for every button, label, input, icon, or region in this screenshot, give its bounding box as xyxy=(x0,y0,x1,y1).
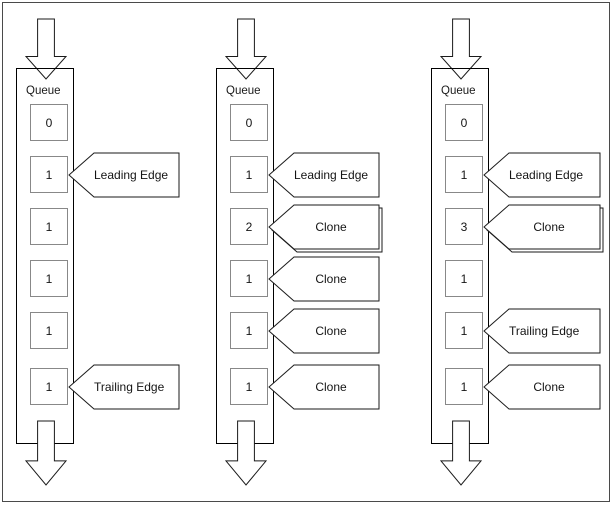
queue-cell[interactable]: 1 xyxy=(230,368,268,405)
callout-clone[interactable]: Clone xyxy=(268,204,383,253)
queue-cell[interactable]: 1 xyxy=(30,156,68,193)
queue-cell[interactable]: 3 xyxy=(445,208,483,245)
callout-clone[interactable]: Clone xyxy=(268,364,380,410)
queue-title: Queue xyxy=(441,85,476,97)
queue-cell[interactable]: 1 xyxy=(445,156,483,193)
callout-clone[interactable]: Clone xyxy=(483,364,601,410)
queue-cell[interactable]: 1 xyxy=(30,260,68,297)
queue-cell[interactable]: 0 xyxy=(445,104,483,141)
queue-cell[interactable]: 1 xyxy=(445,368,483,405)
outflow-arrow-icon xyxy=(440,420,482,486)
callout-leading-edge[interactable]: Leading Edge xyxy=(68,152,180,198)
queue-cell[interactable]: 1 xyxy=(30,208,68,245)
inflow-arrow-icon xyxy=(25,18,67,80)
callout-trailing-edge[interactable]: Trailing Edge xyxy=(68,364,180,410)
queue-cell[interactable]: 1 xyxy=(230,156,268,193)
callout-clone[interactable]: Clone xyxy=(483,204,604,253)
queue-cell[interactable]: 1 xyxy=(230,260,268,297)
queue-title: Queue xyxy=(26,85,61,97)
callout-clone[interactable]: Clone xyxy=(268,256,380,302)
callout-leading-edge[interactable]: Leading Edge xyxy=(483,152,601,198)
queue-cell[interactable]: 0 xyxy=(30,104,68,141)
queue-cell[interactable]: 1 xyxy=(230,312,268,349)
outflow-arrow-icon xyxy=(225,420,267,486)
queue-cell[interactable]: 0 xyxy=(230,104,268,141)
queue-title: Queue xyxy=(226,85,261,97)
queue-cell[interactable]: 1 xyxy=(445,260,483,297)
queue-cell[interactable]: 1 xyxy=(30,312,68,349)
queue-cell[interactable]: 2 xyxy=(230,208,268,245)
callout-leading-edge[interactable]: Leading Edge xyxy=(268,152,380,198)
inflow-arrow-icon xyxy=(440,18,482,80)
outflow-arrow-icon xyxy=(25,420,67,486)
queue-cell[interactable]: 1 xyxy=(30,368,68,405)
inflow-arrow-icon xyxy=(225,18,267,80)
callout-trailing-edge[interactable]: Trailing Edge xyxy=(483,308,601,354)
queue-cell[interactable]: 1 xyxy=(445,312,483,349)
callout-clone[interactable]: Clone xyxy=(268,308,380,354)
